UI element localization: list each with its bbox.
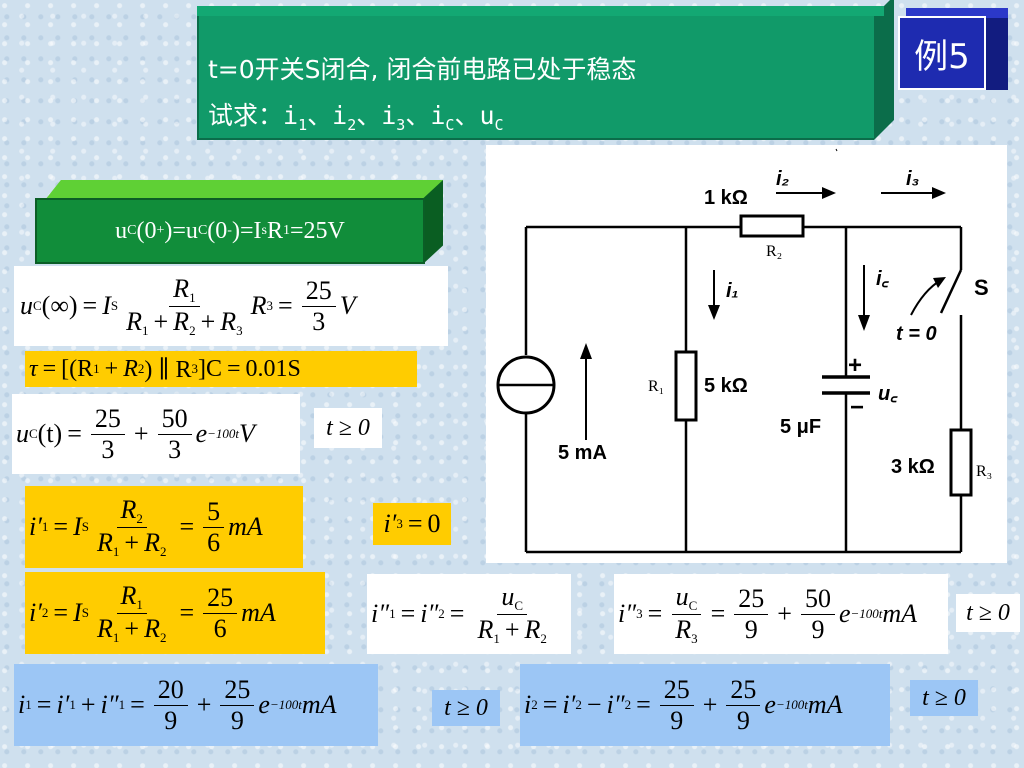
label-switch-time: t = 0 — [896, 323, 937, 345]
switch-blade — [939, 269, 963, 314]
badge-top — [906, 8, 1008, 18]
resistor-r1 — [674, 350, 698, 422]
resistor-r2 — [739, 214, 805, 238]
label-i2: i₂ — [776, 168, 790, 190]
eq-i1-i2-double-prime: i″1 = i″2 = uC R1+R2 — [367, 574, 571, 654]
label-i3: i₃ — [906, 168, 920, 190]
resistor-r3 — [949, 428, 973, 497]
label-r2-value: 1 kΩ — [704, 187, 748, 209]
label-cap-minus: − — [850, 394, 864, 421]
circuit-diagram: 1 kΩ R₂ i₂ i₃ i₁ i꜀ R₁ 5 kΩ 5 mA + − u꜀ … — [486, 145, 1007, 563]
label-ic: i꜀ — [876, 268, 890, 290]
label-cap-value: 5 μF — [780, 416, 821, 438]
label-cap-plus: + — [848, 352, 862, 379]
condition-t-ge-0: t ≥ 0 — [314, 408, 382, 448]
example-badge: 例5 — [898, 16, 986, 90]
condition-t-ge-0: t ≥ 0 — [910, 680, 978, 716]
label-source: 5 mA — [558, 442, 607, 464]
condition-t-ge-0: t ≥ 0 — [956, 594, 1020, 632]
title-box-top — [197, 6, 884, 16]
label-switch: S — [974, 275, 989, 300]
label-r1-name: R₁ — [648, 378, 664, 395]
title-box-side — [874, 0, 894, 140]
label-uc: u꜀ — [878, 383, 898, 405]
badge-side — [986, 8, 1008, 90]
problem-question: 试求：i1、i2、i3、iC、uC — [208, 101, 504, 134]
circuit-svg: 1 kΩ R₂ i₂ i₃ i₁ i꜀ R₁ 5 kΩ 5 mA + − u꜀ … — [496, 148, 992, 554]
problem-statement: t=0开关S闭合, 闭合前电路已处于稳态 — [208, 55, 637, 84]
condition-t-ge-0: t ≥ 0 — [432, 690, 500, 726]
label-r3-value: 3 kΩ — [891, 456, 935, 478]
uc0-box-side — [423, 180, 443, 264]
label-i1: i₁ — [726, 280, 739, 302]
uc0-box-top — [45, 180, 443, 200]
label-r3-name: R₃ — [976, 463, 992, 480]
label-r2-name: R₂ — [766, 243, 782, 260]
eq-i3-prime: i′3=0 — [373, 503, 451, 545]
label-r1-value: 5 kΩ — [704, 375, 748, 397]
title-box — [197, 16, 874, 140]
